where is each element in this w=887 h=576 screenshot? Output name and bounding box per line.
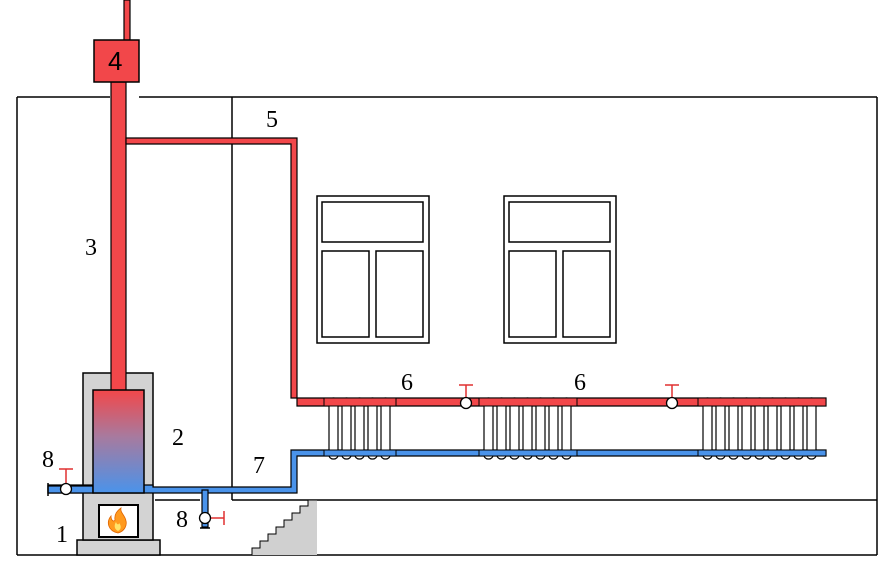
supply-pipes — [110, 0, 827, 407]
boiler-body — [92, 389, 145, 494]
label-8-left: 8 — [42, 447, 54, 473]
valve-icon — [459, 384, 473, 410]
valve-icon — [198, 511, 225, 525]
label-6a: 6 — [401, 370, 413, 396]
radiator-1 — [323, 397, 397, 460]
window-right — [503, 195, 617, 344]
label-8-bottom: 8 — [176, 507, 188, 533]
drain-branch — [201, 489, 209, 528]
expansion-tank: 4 — [93, 39, 140, 83]
label-6b: 6 — [574, 370, 586, 396]
radiator-2 — [478, 397, 578, 460]
radiator-3 — [697, 397, 827, 460]
valve-icon — [59, 468, 73, 496]
stairs — [243, 499, 317, 556]
stove-base — [76, 539, 161, 556]
label-4: 4 — [108, 46, 122, 76]
label-7: 7 — [253, 453, 265, 479]
fire-icon — [107, 507, 127, 534]
window-left — [316, 195, 430, 344]
label-2: 2 — [172, 425, 184, 451]
riser-pipe — [110, 81, 127, 393]
label-1: 1 — [56, 522, 68, 548]
return-pipes — [47, 449, 827, 528]
tank-vent-pipe — [123, 0, 131, 43]
label-5: 5 — [266, 107, 278, 133]
supply-main — [125, 137, 827, 407]
label-3: 3 — [85, 235, 97, 261]
valve-icon — [665, 384, 679, 410]
